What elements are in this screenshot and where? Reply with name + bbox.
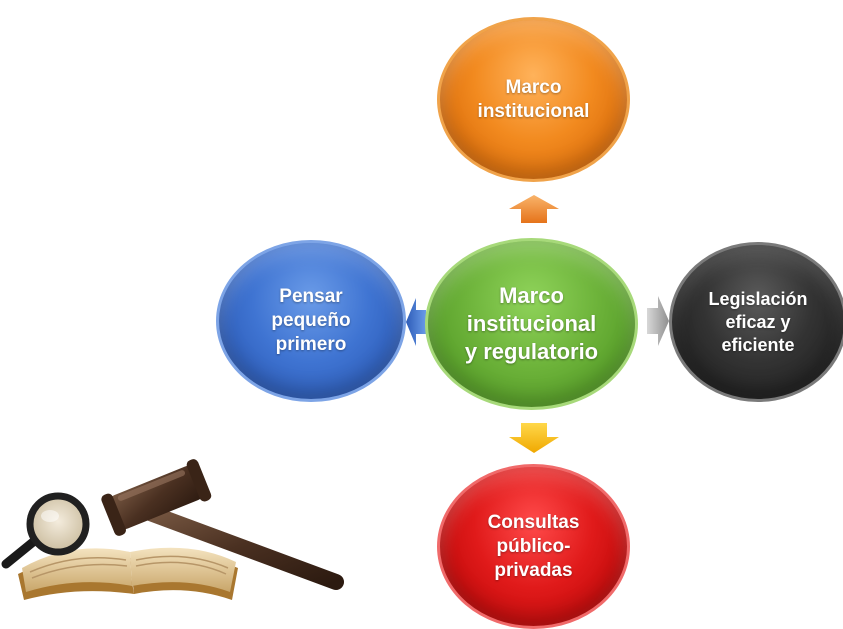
node-marco-institucional: Marco institucional [437,17,630,182]
node-legislacion-label: Legislación eficaz y eficiente [708,288,808,355]
node-consultas-label: Consultas público- privadas [487,511,580,581]
gavel-on-book-with-magnifier-icon [1,459,344,600]
node-pensar-pequeno-primero-label: Pensar pequeño primero [271,286,351,355]
arrow-left-icon [406,298,426,346]
node-consultas-publico-privadas: Consultas público- privadas [437,464,630,629]
node-marco-institucional-y-regulatorio: Marco institucional y regulatorio [425,238,638,410]
node-center-label: Marco institucional y regulatorio [464,283,599,364]
node-marco-institucional-label: Marco institucional [477,76,590,122]
arrow-down-icon [509,423,559,453]
node-pensar-pequeno-primero: Pensar pequeño primero [216,240,406,402]
arrow-right-icon [647,296,669,346]
node-legislacion-eficaz-y-eficiente: Legislación eficaz y eficiente [669,242,843,402]
arrow-up-icon [509,195,559,223]
